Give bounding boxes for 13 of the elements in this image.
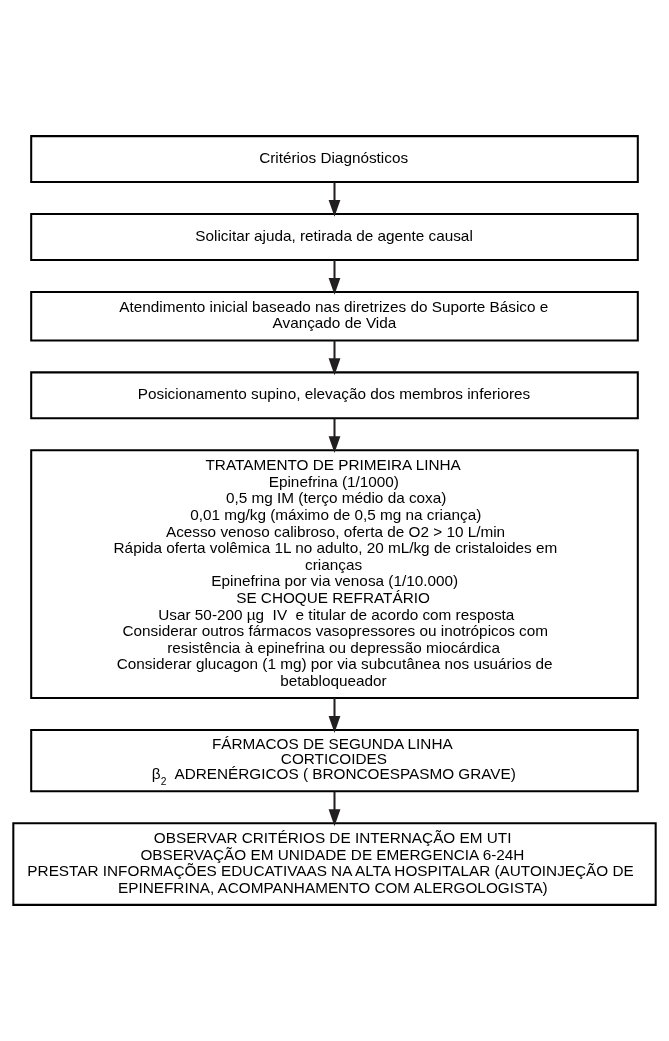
- node-box: Solicitar ajuda, retirada de agente causal: [30, 213, 639, 261]
- node-box: FÁRMACOS DE SEGUNDA LINHA CORTICOIDES β$_{2}$ ADRENÉRGICOS ( BRONCOESPASMO GRAVE): [30, 728, 639, 793]
- arrow: [328, 182, 341, 217]
- node-box: OBSERVAR CRITÉRIOS DE INTERNAÇÃO EM UTI OBSERVAÇÃO EM UNIDADE DE EMERGENCIA 6-24H PRESTAR INFORMAÇÕES EDUCATIVAAS NA ALTA HOSPITALAR (AUTOINJEÇÃO DE EPINEFRINA, ACOMPANHAMENTO COM ALERGOLOGISTA): [12, 822, 657, 906]
- arrow: [328, 418, 341, 454]
- node-box: Atendimento inicial baseado nas diretrizes do Suporte Básico e Avançado de Vida: [30, 290, 639, 342]
- arrow: [328, 340, 341, 376]
- node-box: Critérios Diagnósticos: [30, 135, 639, 184]
- arrow: [328, 791, 341, 827]
- arrow: [328, 260, 341, 295]
- node-box: Posicionamento supino, elevação dos membros inferiores: [30, 371, 639, 420]
- node-box: TRATAMENTO DE PRIMEIRA LINHA Epinefrina (1/1000) 0,5 mg IM (terço médio da coxa) 0,01 mg/kg (máximo de 0,5 mg na criança) Acesso venoso calibroso, oferta de O2 > 10 L/min Rápida oferta volêmica 1L no adulto, 20 mL/kg de cristaloides em crianças Epinefrina por via venosa (1/10.000) SE CHOQUE REFRATÁRIO Usar 50-200 µg IV e titular de acordo com resposta Considerar outros fármacos vasopressores ou inotrópicos com resistência à epinefrina ou depressão miocárdica Considerar glucagon (1 mg) por via subcutânea nos usuários de betabloqueador: [30, 449, 639, 700]
- arrow: [328, 698, 341, 733]
